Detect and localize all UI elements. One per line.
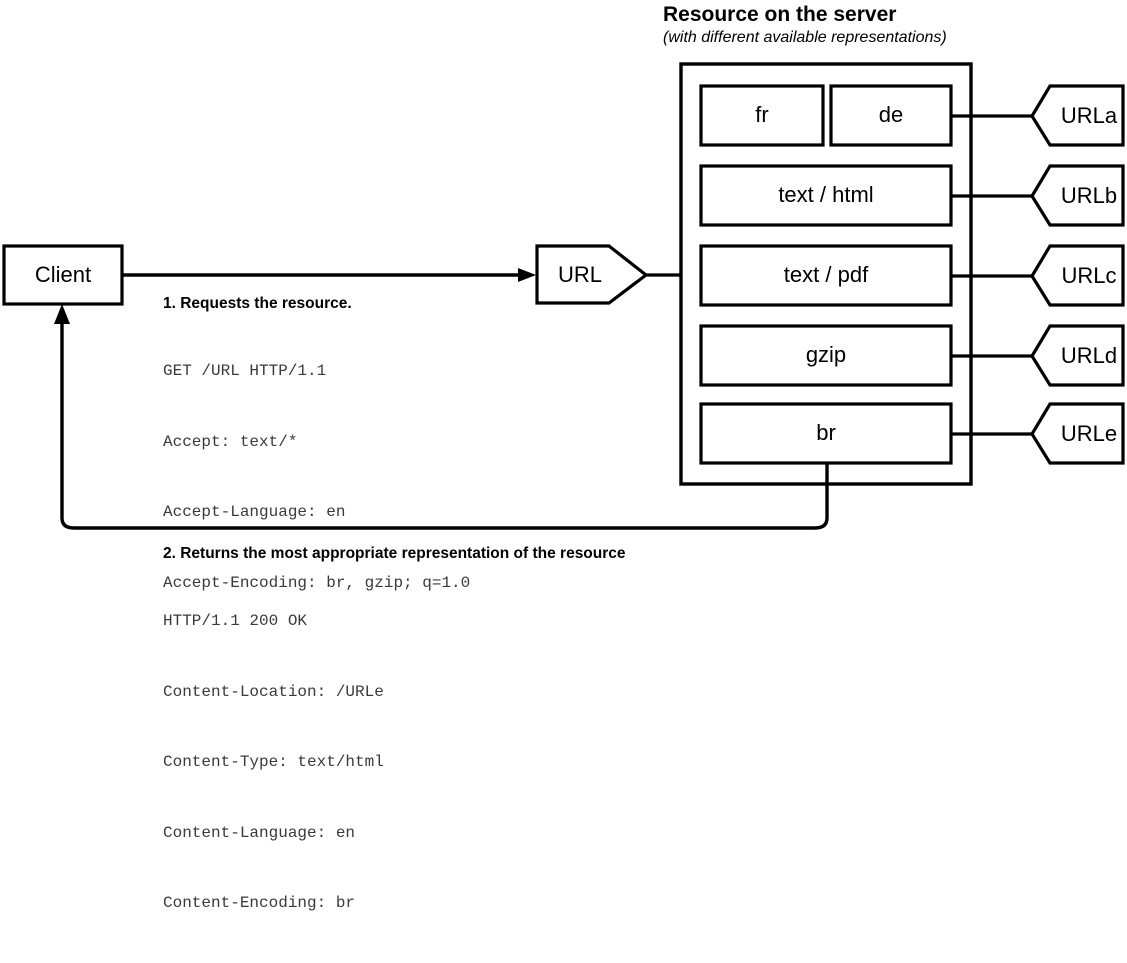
representation-label-de: de bbox=[879, 102, 903, 127]
representation-label-br: br bbox=[816, 420, 836, 445]
representation-label-gzip: gzip bbox=[806, 342, 846, 367]
diagram-canvas: Client URL fr de text / html text / pdf … bbox=[2, 62, 1125, 530]
response-header-line: Content-Type: text/html bbox=[163, 753, 384, 771]
url-label-urlb: URLb bbox=[1061, 183, 1117, 208]
response-path bbox=[60, 314, 829, 530]
representation-box-fr[interactable] bbox=[699, 84, 825, 147]
url-label-urlc: URLc bbox=[1061, 263, 1116, 288]
response-caption-title: 2. Returns the most appropriate represen… bbox=[163, 545, 626, 562]
server-subtitle: (with different available representation… bbox=[663, 29, 947, 46]
response-arrowhead bbox=[54, 304, 70, 324]
response-header-line: Content-Language: en bbox=[163, 823, 356, 842]
response-header-line: HTTP/1.1 200 OK bbox=[163, 612, 308, 630]
request-caption-title: 1. Requests the resource. bbox=[163, 295, 352, 312]
url-shape-urlc[interactable] bbox=[1030, 244, 1125, 307]
request-arrowhead bbox=[518, 268, 536, 282]
representation-label-fr: fr bbox=[755, 102, 768, 127]
url-label-urld: URLd bbox=[1061, 343, 1117, 368]
request-header-line: GET /URL HTTP/1.1 bbox=[163, 362, 327, 380]
representation-box-de[interactable] bbox=[829, 84, 953, 147]
response-headers: HTTP/1.1 200 OK Content-Location: /URLe … bbox=[163, 563, 626, 963]
client-box[interactable] bbox=[2, 244, 124, 306]
url-shape-urlb[interactable] bbox=[1030, 164, 1125, 227]
url-label-urla: URLa bbox=[1061, 103, 1118, 128]
response-caption: 2. Returns the most appropriate represen… bbox=[163, 544, 626, 963]
representation-label-text-pdf: text / pdf bbox=[784, 262, 869, 287]
url-request-label: URL bbox=[558, 262, 602, 287]
representation-box-text-html[interactable] bbox=[699, 164, 953, 227]
url-request-shape[interactable] bbox=[535, 244, 649, 305]
server-heading: Resource on the server (with different a… bbox=[663, 2, 1083, 48]
response-header-line: Content-Encoding: br bbox=[163, 894, 356, 912]
client-label: Client bbox=[35, 262, 91, 287]
representation-box-gzip[interactable] bbox=[699, 324, 953, 387]
content-negotiation-diagram: Client URL fr de text / html text / pdf … bbox=[2, 2, 1125, 912]
url-label-urle: URLe bbox=[1061, 421, 1117, 446]
request-header-line: Accept-Language: en bbox=[163, 503, 346, 521]
url-shape-urld[interactable] bbox=[1030, 324, 1125, 387]
server-title: Resource on the server bbox=[663, 3, 897, 26]
request-header-line: Accept-Encoding: br, gzip; q=1.0 bbox=[163, 573, 471, 592]
url-shape-urle[interactable] bbox=[1030, 402, 1125, 465]
response-header-line: Content-Location: /URLe bbox=[163, 682, 384, 701]
representation-box-text-pdf[interactable] bbox=[699, 244, 953, 307]
url-shape-urla[interactable] bbox=[1030, 84, 1125, 147]
request-headers: GET /URL HTTP/1.1 Accept: text/* Accept-… bbox=[163, 313, 470, 642]
request-header-line: Accept: text/* bbox=[163, 432, 298, 451]
representation-label-text-html: text / html bbox=[778, 182, 873, 207]
request-caption: 1. Requests the resource. GET /URL HTTP/… bbox=[163, 294, 470, 642]
